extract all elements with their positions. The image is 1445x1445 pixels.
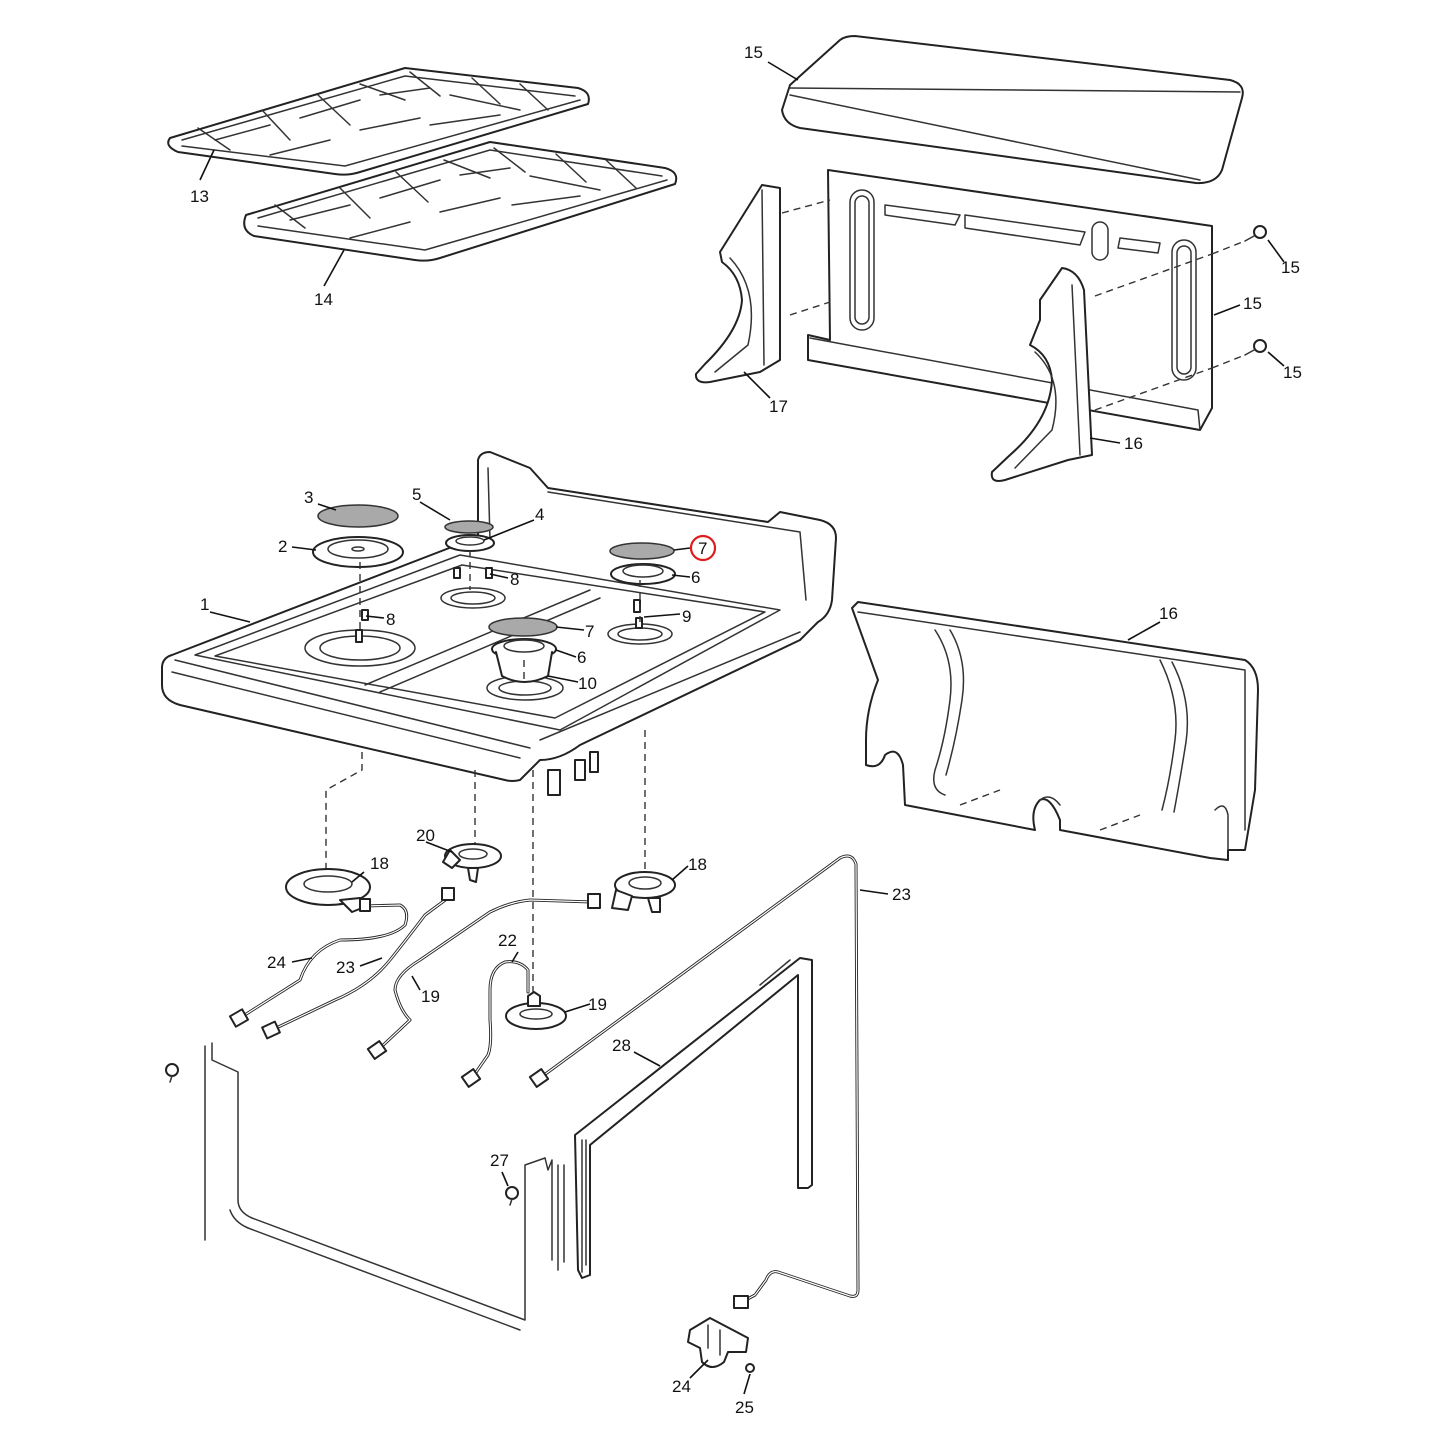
backguard-endcap-left — [694, 184, 781, 384]
screw-11-bottom — [1244, 339, 1267, 356]
burner-17 — [442, 843, 502, 883]
gas-tube-22 — [228, 898, 409, 1028]
burner-16-front — [505, 991, 567, 1030]
gas-tube-20 — [460, 960, 530, 1088]
callout-8-bottom: 14 — [314, 290, 333, 309]
grate-bottom — [243, 141, 678, 262]
callout-23: 23 — [892, 885, 911, 904]
callout-12: 16 — [1159, 604, 1178, 623]
callout-16-front: 19 — [588, 995, 607, 1014]
callout-19: 19 — [421, 987, 440, 1006]
grate-top — [167, 67, 590, 176]
callout-16-rear: 18 — [688, 855, 707, 874]
callout-11-bottom: 15 — [1283, 363, 1302, 382]
callout-13: 16 — [1124, 434, 1143, 453]
oven-gas-tube-23 — [528, 854, 860, 1309]
callout-21: 23 — [336, 958, 355, 977]
oven-front-frame — [574, 957, 813, 1279]
backguard-top-cap — [781, 35, 1244, 185]
callout-15-back-right: 9 — [682, 607, 691, 626]
callout-8-top: 13 — [190, 187, 209, 206]
callout-24: 24 — [672, 1377, 691, 1396]
callout-25: 25 — [735, 1398, 754, 1417]
burner-head-6-back — [610, 563, 676, 585]
burner-cap-7-front — [488, 617, 558, 637]
callout-2: 2 — [278, 537, 287, 556]
callout-7-front: 7 — [585, 622, 594, 641]
burner-cap-7-back — [609, 542, 675, 560]
side-frame — [165, 1042, 565, 1331]
callout-14: 17 — [769, 397, 788, 416]
burner-head-4 — [445, 534, 495, 552]
backguard-panel — [807, 169, 1213, 431]
callout-6-front: 6 — [577, 648, 586, 667]
callout-7-back[interactable]: 7 — [698, 539, 707, 558]
callout-5: 5 — [412, 485, 421, 504]
callout-22: 24 — [267, 953, 286, 972]
burner-16-rear — [611, 871, 676, 913]
backguard-endcap-right — [990, 267, 1093, 482]
callout-18: 18 — [370, 854, 389, 873]
callout-15-back-left: 8 — [510, 570, 519, 589]
leader-lines — [199, 61, 1285, 1395]
callout-11-top: 15 — [1281, 258, 1300, 277]
screw-11-top — [1244, 225, 1267, 242]
rear-panel — [851, 601, 1259, 861]
screw-25 — [745, 1363, 755, 1373]
highlight-callout-7 — [689, 534, 717, 562]
callout-9: 15 — [744, 43, 763, 62]
screw-27 — [505, 1186, 519, 1206]
burner-cap-5 — [444, 520, 494, 534]
burner-cap-3 — [317, 504, 399, 528]
callout-4: 4 — [535, 505, 544, 524]
callout-20: 22 — [498, 931, 517, 950]
callout-10: 15 — [1243, 294, 1262, 313]
burner-head-2 — [312, 536, 404, 568]
callout-labels: 15 13 14 15 15 15 16 17 16 3 2 5 4 7 6 8… — [190, 43, 1302, 1417]
gas-tube-21 — [261, 887, 455, 1040]
callout-28: 28 — [612, 1036, 631, 1055]
callout-17: 20 — [416, 826, 435, 845]
burner-18 — [285, 868, 371, 913]
oven-valve-24 — [687, 1317, 749, 1368]
orifices-15 — [355, 567, 643, 643]
callout-3: 3 — [304, 488, 313, 507]
callout-15-front: 10 — [578, 674, 597, 693]
callout-15-left: 8 — [386, 610, 395, 629]
callout-6-back: 6 — [691, 568, 700, 587]
callout-27: 27 — [490, 1151, 509, 1170]
callout-1: 1 — [200, 595, 209, 614]
gas-tube-19 — [366, 893, 601, 1060]
